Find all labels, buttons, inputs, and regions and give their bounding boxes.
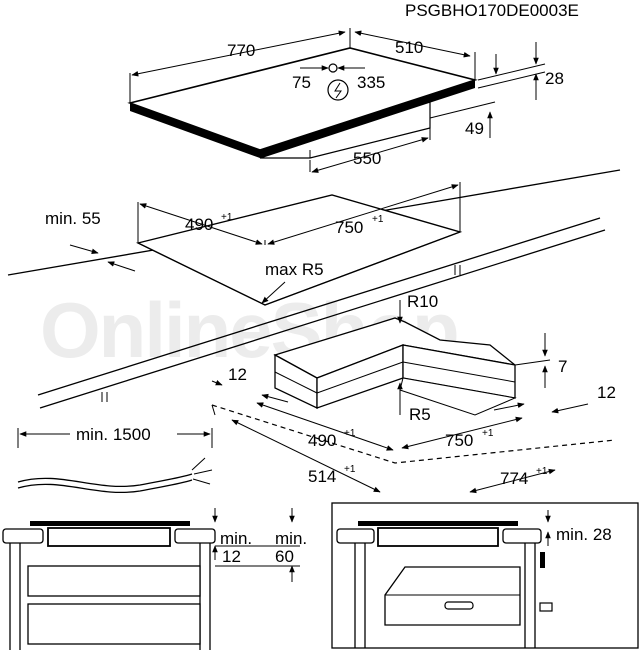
frame-inner-width-label: 750 (445, 431, 473, 450)
cutout-width-label: 750 (335, 218, 363, 237)
frame-height-label: 7 (558, 357, 567, 376)
min-value-b: 60 (275, 547, 294, 566)
frame-outer-depth-label: 514 (308, 467, 336, 486)
cutout-depth-label: 490 (185, 215, 213, 234)
power-symbol-icon (327, 79, 349, 101)
frame-outer-width-label: 774 (500, 469, 528, 488)
cable-length-label: min. 1500 (76, 425, 151, 444)
corner-radius-label: max R5 (265, 260, 324, 279)
hob-depth-label: 510 (395, 38, 423, 57)
frame-outer-depth-tolerance: +1 (344, 464, 356, 475)
inner-radius-label: R5 (409, 405, 431, 424)
frame-inner-depth-label: 490 (308, 431, 336, 450)
cutout-width-tolerance: +1 (372, 214, 384, 225)
min-edge-label: min. 55 (45, 209, 101, 228)
right-margin-label: 12 (597, 383, 616, 402)
install-left-drawing (2, 521, 216, 650)
left-margin-label: 12 (228, 365, 247, 384)
install-right-drawing (331, 502, 639, 649)
min-clearance-label: min. 28 (556, 525, 612, 544)
document-code: PSGBHO170DE0003E (405, 1, 579, 20)
frame-inner-width-tolerance: +1 (482, 428, 494, 439)
frame-outer-width-tolerance: +1 (536, 466, 548, 477)
power-cable (17, 473, 193, 488)
min-value-a: 12 (222, 547, 241, 566)
frame-drawing (211, 317, 616, 464)
cable-position-label: 335 (357, 73, 385, 92)
under-width-label: 550 (353, 149, 381, 168)
hob-thickness-label: 28 (545, 69, 564, 88)
cable-offset-label: 75 (292, 73, 311, 92)
hob-width-label: 770 (227, 41, 255, 60)
cutout-depth-tolerance: +1 (221, 212, 233, 223)
frame-inner-depth-tolerance: +1 (344, 428, 356, 439)
outer-radius-label: R10 (407, 292, 438, 311)
min-label-b: min. (275, 529, 307, 548)
under-depth-label: 49 (465, 119, 484, 138)
min-label-a: min. (220, 529, 252, 548)
